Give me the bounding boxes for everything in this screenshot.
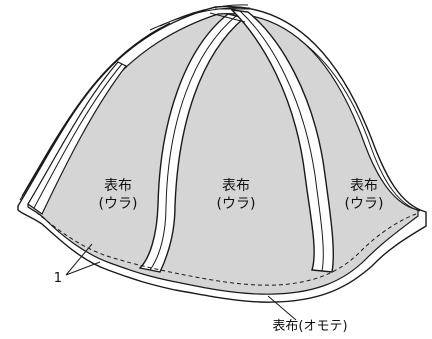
panel-right-label-2: (ウラ) xyxy=(345,196,384,212)
left-edge-lines xyxy=(19,22,171,201)
callout-leader-1 xyxy=(65,243,101,276)
outer-label-leader xyxy=(267,295,297,321)
stitch-line-dashed xyxy=(35,211,417,286)
seam-strip-left xyxy=(27,61,127,215)
seam-strip-center-right-line xyxy=(239,10,324,272)
inner-fabric-wrong-side xyxy=(27,13,419,295)
seam-strip-left-line xyxy=(33,63,123,209)
panel-center-label-2: (ウラ) xyxy=(217,196,256,212)
top-edge-lines xyxy=(149,4,251,31)
panel-left-label-2: (ウラ) xyxy=(99,196,138,212)
panel-left-label-1: 表布 xyxy=(104,178,132,194)
panel-center-label-1: 表布 xyxy=(222,178,250,194)
callout-number: 1 xyxy=(54,271,62,286)
seam-strip-center-left-line xyxy=(149,15,237,271)
seam-right xyxy=(299,39,421,212)
outer-fabric-label: 表布(オモテ) xyxy=(272,319,347,334)
seam-top-crossing xyxy=(209,8,250,23)
panel-right-label-1: 表布 xyxy=(350,178,378,194)
